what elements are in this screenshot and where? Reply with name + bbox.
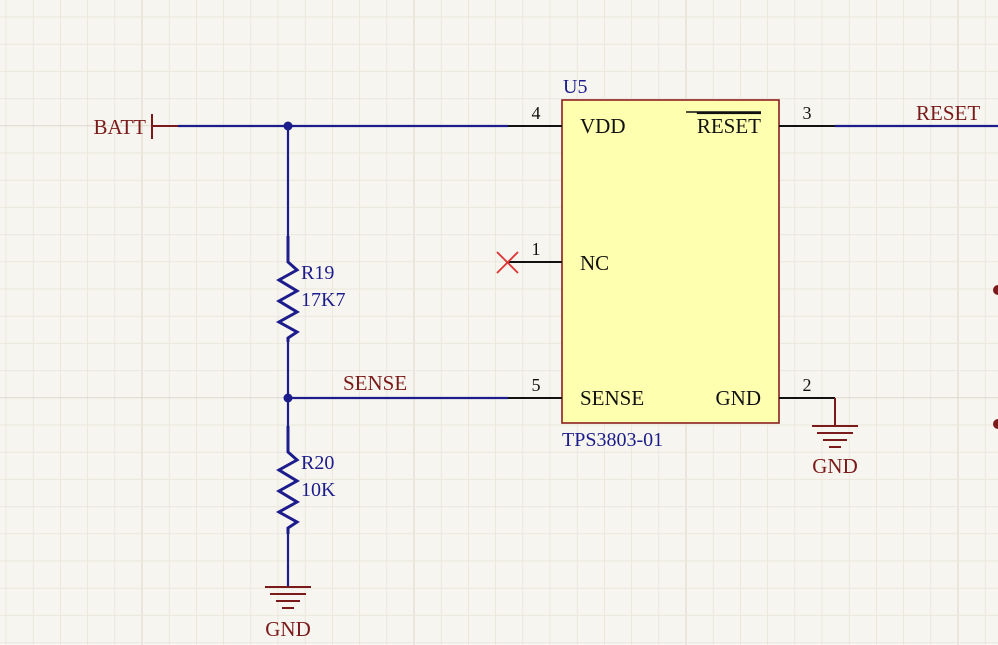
pin-3-number: 3: [803, 103, 812, 123]
r20-value: 10K: [301, 479, 336, 501]
r19-designator: R19: [301, 262, 334, 284]
pin-nc-name: NC: [580, 251, 609, 275]
reset-net-label: RESET: [916, 101, 980, 125]
u5-body[interactable]: [561, 99, 780, 424]
junction-dot-sense: [283, 393, 293, 403]
gnd-label-ic: GND: [812, 454, 858, 478]
offscreen-pin-dot-lower: [993, 419, 998, 429]
u5-part-number: TPS3803-01: [562, 429, 663, 451]
gnd-label-resistors: GND: [265, 617, 311, 641]
wires: [178, 121, 998, 586]
pin-1-number: 1: [532, 239, 541, 259]
r20-designator: R20: [301, 452, 334, 474]
pin-vdd-name: VDD: [580, 114, 626, 138]
pin-reset-name: RESET: [697, 114, 761, 138]
u5-designator: U5: [563, 76, 587, 98]
no-connect-icon: [496, 251, 519, 274]
batt-port[interactable]: BATT: [94, 114, 179, 139]
gnd-symbol-resistors[interactable]: GND: [265, 586, 311, 641]
gnd-symbol-ic[interactable]: GND: [812, 398, 858, 478]
ic-u5[interactable]: U5 TPS3803-01 4 VDD 1 NC 5 SENSE 3 RESET…: [496, 76, 835, 451]
resistor-r20[interactable]: R20 10K: [275, 426, 336, 534]
sense-net-label: SENSE: [343, 371, 407, 395]
resistor-r19[interactable]: R19 17K7: [275, 236, 345, 342]
r19-value: 17K7: [301, 289, 345, 311]
pin-gnd-name: GND: [716, 386, 762, 410]
junction-dot-top: [283, 121, 293, 131]
pin-4-number: 4: [532, 103, 541, 123]
batt-net-label: BATT: [94, 115, 147, 139]
pin-5-number: 5: [532, 375, 541, 395]
pin-2-number: 2: [803, 375, 812, 395]
pin-sense-name: SENSE: [580, 386, 644, 410]
offscreen-pin-dot-upper: [993, 285, 998, 295]
